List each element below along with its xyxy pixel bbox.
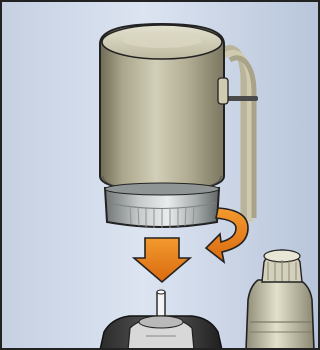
actuator-body xyxy=(100,24,228,190)
valve-body xyxy=(100,316,222,350)
cable-gland xyxy=(218,78,228,104)
cable-tie xyxy=(226,96,258,101)
adapter-ring xyxy=(105,183,219,228)
